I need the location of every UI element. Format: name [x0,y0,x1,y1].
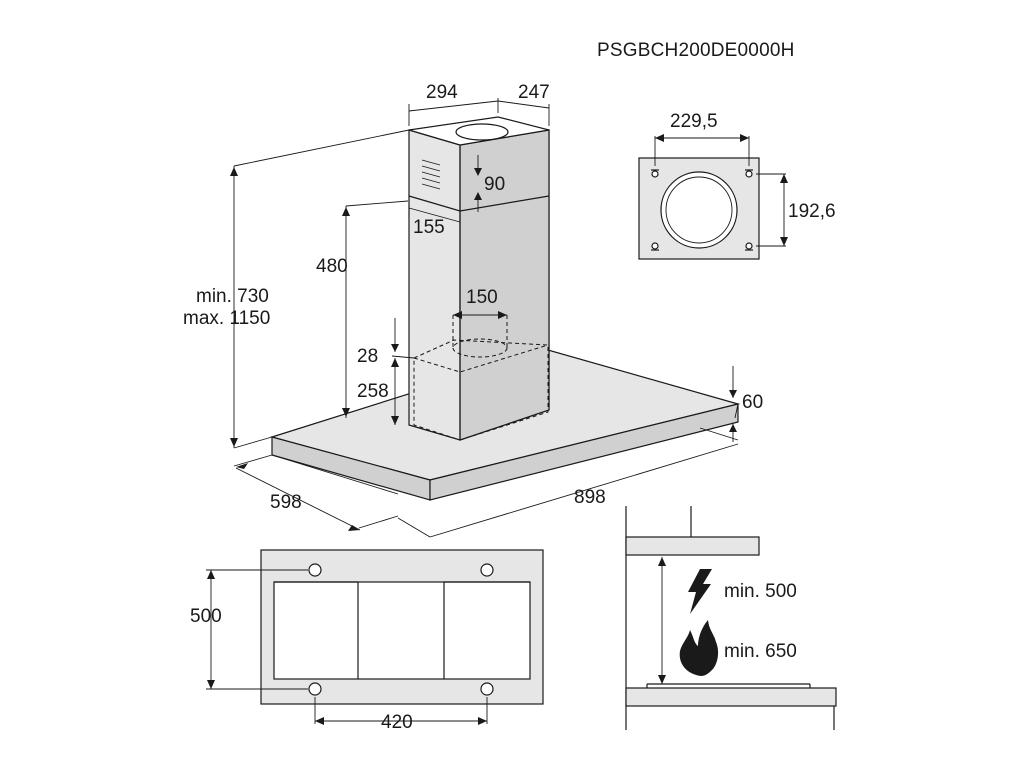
dim-898: 898 [574,487,606,508]
top-view: 500 420 [190,549,544,733]
dim-155: 155 [413,217,445,238]
model-code: PSGBCH200DE0000H [597,40,795,61]
dim-294: 294 [426,82,458,103]
dim-258: 258 [357,381,389,402]
hob-profile [625,687,837,707]
hood-profile [625,536,760,556]
gas-clearance: min. 650 [724,641,797,662]
dim-229-5: 229,5 [670,111,718,132]
dim-500: 500 [190,606,222,627]
bracket-view: 229,5 192,6 [638,111,836,260]
clearance-view: min. 500 min. 650 [625,506,837,730]
flame-icon [679,620,719,676]
vent-slots [421,159,441,190]
dim-60: 60 [742,392,763,413]
mount-hole-br [480,682,494,696]
dim-247: 247 [518,82,550,103]
outlet-opening [455,123,509,141]
bracket-mount-holes [651,169,753,251]
electric-clearance: min. 500 [724,581,797,602]
bracket-circle [660,171,738,249]
mount-hole-bl [308,682,322,696]
dim-480: 480 [316,256,348,277]
motor-box-hidden [413,315,549,441]
dim-420: 420 [381,712,413,733]
dim-192-6: 192,6 [788,201,836,222]
dim-max-1150: max. 1150 [183,308,270,329]
mount-hole-tr [480,563,494,577]
canopy-front-right [429,403,739,501]
dim-150: 150 [466,287,498,308]
lightning-icon [688,569,712,614]
main-view: 294 247 90 155 480 min. 730 max. 1150 15… [183,82,763,538]
dim-90: 90 [484,174,505,195]
dim-598: 598 [270,492,302,513]
mount-hole-tl [308,563,322,577]
dim-28: 28 [357,346,378,367]
dim-min-730: min. 730 [196,286,269,307]
